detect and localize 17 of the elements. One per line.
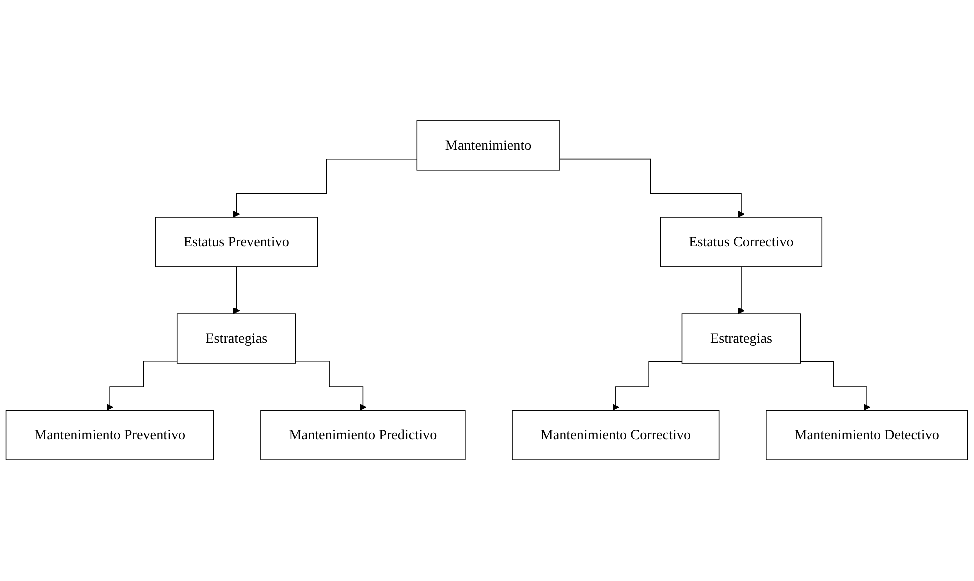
node-box: Estrategias — [176, 314, 296, 364]
arrow — [233, 266, 240, 314]
node-box: Mantenimiento Preventivo — [6, 410, 214, 460]
node-box: Mantenimiento Correctivo — [512, 410, 720, 460]
arrow — [106, 360, 178, 411]
arrow — [296, 360, 367, 411]
arrow — [612, 361, 683, 411]
node-box: Mantenimiento Detectivo — [766, 410, 968, 460]
arrow — [800, 361, 871, 411]
node-box: Mantenimiento Predictivo — [260, 410, 466, 460]
node-box: Estatus Correctivo — [660, 217, 823, 268]
node-box: Estatus Preventivo — [155, 217, 318, 268]
arrow — [233, 158, 418, 218]
node-box: Estrategias — [682, 314, 802, 364]
arrow — [560, 158, 745, 218]
node-box: Mantenimiento — [416, 120, 560, 171]
arrow — [738, 266, 745, 314]
